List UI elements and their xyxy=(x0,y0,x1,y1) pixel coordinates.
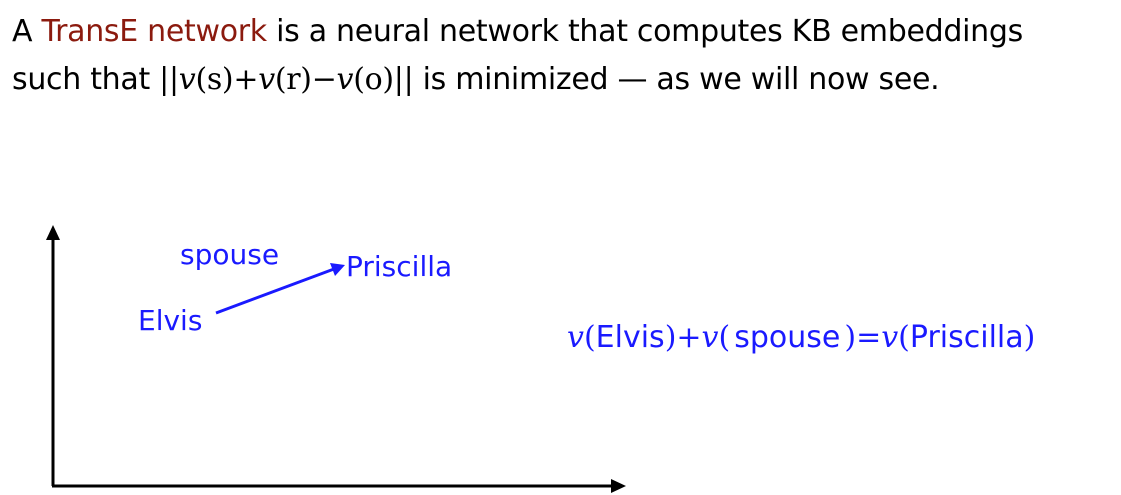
transe-equation: v(Elvis)+v(spouse)=v(Priscilla) xyxy=(567,320,1035,355)
v-symbol: v xyxy=(178,62,196,97)
eq-arg-priscilla: Priscilla xyxy=(909,320,1024,355)
eq-arg-spouse: spouse xyxy=(734,320,841,355)
norm-open: || xyxy=(159,62,179,97)
headline-line-1: A TransE network is a neural network tha… xyxy=(12,14,1023,49)
paren-open: ( xyxy=(718,320,731,355)
relation-label-spouse: spouse xyxy=(180,238,280,271)
line2-prefix: such that xyxy=(12,62,160,97)
y-axis xyxy=(46,225,60,486)
transe-network-term: TransE network xyxy=(41,14,267,49)
eq-arg-elvis: Elvis xyxy=(595,320,665,355)
headline-suffix: is a neural network that computes KB emb… xyxy=(266,14,1023,49)
arg-r: (r) xyxy=(274,62,312,97)
x-axis xyxy=(52,479,626,493)
entity-label-elvis: Elvis xyxy=(138,304,203,337)
spouse-vector-arrow xyxy=(215,263,345,315)
arg-s: (s) xyxy=(195,62,234,97)
v-symbol: v xyxy=(336,62,354,97)
headline-line-2: such that ||v(s)+v(r)−v(o)|| is minimize… xyxy=(12,62,940,97)
paren-close: ) xyxy=(1023,320,1036,355)
v-symbol: v xyxy=(701,320,719,355)
equals-sign: = xyxy=(856,320,882,355)
paren-close: ) xyxy=(844,320,857,355)
entity-label-priscilla: Priscilla xyxy=(346,250,453,283)
paren-open: ( xyxy=(898,320,910,355)
norm-close: || xyxy=(393,62,414,97)
minus-sign: − xyxy=(311,62,337,97)
plus-sign: + xyxy=(233,62,259,97)
paren-open: ( xyxy=(583,320,596,355)
norm-formula: ||v(s)+v(r)−v(o)|| xyxy=(159,62,414,97)
vector-arrowhead-icon xyxy=(330,263,345,276)
headline-prefix: A xyxy=(12,14,42,49)
v-symbol: v xyxy=(258,62,275,97)
plus-sign: + xyxy=(676,320,702,355)
line2-suffix: is minimized — as we will now see. xyxy=(413,62,940,97)
y-axis-arrowhead-icon xyxy=(46,225,60,240)
v-symbol: v xyxy=(881,320,899,355)
v-symbol: v xyxy=(567,320,584,355)
arg-o: (o) xyxy=(353,62,394,97)
x-axis-arrowhead-icon xyxy=(611,479,626,493)
paren-close: ) xyxy=(664,320,677,355)
